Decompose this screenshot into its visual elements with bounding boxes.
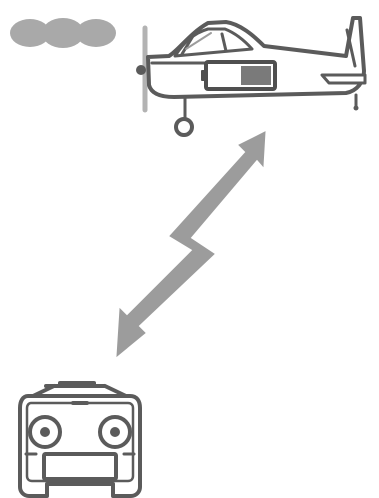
signal-bolt-icon bbox=[117, 132, 265, 356]
rc-transmitter-icon bbox=[20, 381, 140, 496]
triple-cloud-icon bbox=[10, 18, 116, 48]
battery-icon bbox=[201, 62, 275, 89]
